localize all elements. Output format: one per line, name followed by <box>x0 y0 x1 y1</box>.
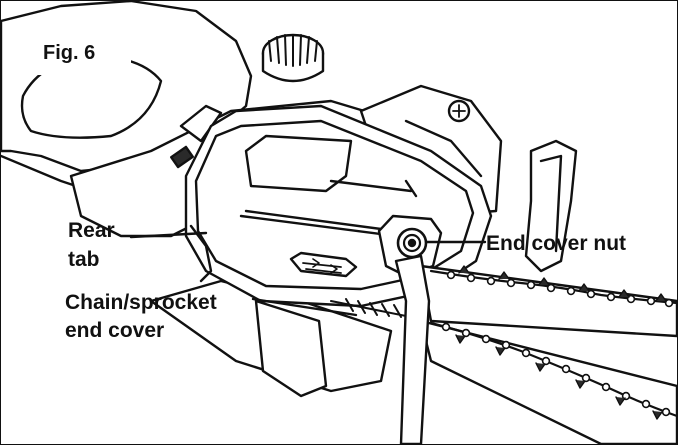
callout-end-cover-line2: end cover <box>65 319 165 342</box>
tension-knob <box>261 33 325 83</box>
top-screw <box>447 99 471 123</box>
power-switch <box>169 104 223 169</box>
guide-bar-lower <box>419 319 677 444</box>
end-cover-nut <box>396 227 428 259</box>
callout-end-cover-nut: End cover nut <box>486 232 627 255</box>
figure-label: Fig. 6 <box>43 42 96 64</box>
figure-label-box <box>27 31 131 75</box>
guide-bar <box>419 264 677 338</box>
leader-end-cover <box>251 297 358 317</box>
wrench-tool <box>394 254 431 444</box>
callout-rear-tab-line1: Rear <box>68 219 115 242</box>
saw-chain-lower <box>429 321 677 420</box>
leader-rear-tab <box>129 231 208 239</box>
saw-chain-upper <box>429 265 677 308</box>
rear-tab-shape <box>189 224 213 283</box>
bottom-foot <box>254 299 328 398</box>
callout-end-cover-line1: Chain/sprocket <box>65 291 217 314</box>
direction-arrow <box>289 251 358 278</box>
front-guard <box>524 139 578 273</box>
cover-window <box>244 134 353 193</box>
callout-rear-tab-line2: tab <box>68 248 100 271</box>
